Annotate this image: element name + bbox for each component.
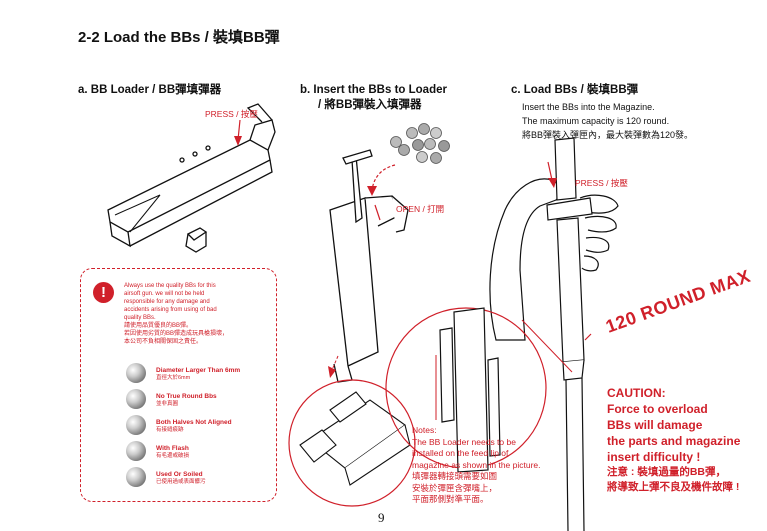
warning-line: 本公司不負相關保固之責任。	[124, 339, 203, 345]
zoom-circle-loader	[288, 379, 416, 507]
bad-bb-sub: 有毛邊或破損	[156, 453, 190, 459]
warning-line: quality BBs.	[124, 315, 156, 321]
bad-bb-label: Diameter Larger Than 6mm	[156, 367, 241, 374]
bb-loader-illustration	[107, 103, 276, 253]
warning-line: Always use the quality BBs for this	[124, 283, 216, 289]
bb-ball-icon	[126, 441, 146, 461]
notes-line: 平面那側對準平面。	[412, 494, 489, 504]
press-label-c: PRESS / 按壓	[575, 178, 628, 188]
caution-block: CAUTION: Force to overload BBs will dama…	[607, 385, 740, 495]
warning-line: 若因使用劣質的BB彈造成玩具槍損壞，	[124, 331, 229, 337]
caution-line: the parts and magazine	[607, 434, 741, 448]
step-a-heading: a. BB Loader / BB彈填彈器	[78, 84, 222, 96]
bad-bb-item: Both Halves Not Aligned 有接縫痕跡	[156, 419, 232, 434]
bb-ball-icon	[126, 389, 146, 409]
bbs-cluster	[390, 123, 450, 164]
notes-line: 填彈器轉接頭需要如圖	[412, 471, 498, 481]
warning-line: responsible for any damage and	[124, 299, 210, 305]
warning-box	[80, 268, 277, 502]
bad-bb-item: Used Or Soiled 已使用過或表面髒污	[156, 471, 206, 486]
caution-line: CAUTION:	[607, 386, 666, 400]
notes-line: magazine as shown in the picture.	[412, 459, 541, 470]
bb-ball-icon	[126, 467, 146, 487]
step-b-heading-line1: b. Insert the BBs to Loader	[300, 84, 447, 96]
page-number: 9	[378, 510, 385, 525]
bad-bb-sub: 直徑大於6mm	[156, 375, 191, 381]
bad-bb-label: Both Halves Not Aligned	[156, 419, 232, 426]
warning-line: 請使用品質優良的BB彈。	[124, 323, 193, 329]
caution-line: 注意 : 裝填過量的BB彈，	[607, 466, 726, 478]
notes-block: Notes: The BB Loader needs to be install…	[412, 425, 541, 506]
notes-line: installed on the feed lip of	[412, 448, 509, 458]
press-label-a: PRESS / 按壓	[205, 109, 258, 119]
warning-icon: !	[93, 282, 114, 303]
step-c-desc-3: 將BB彈裝入彈匣內，最大裝彈數為120發。	[522, 130, 694, 140]
bad-bb-label: With Flash	[156, 445, 189, 452]
notes-line: Notes:	[412, 425, 437, 435]
step-c-heading: c. Load BBs / 裝填BB彈	[511, 84, 639, 96]
bad-bb-label: No True Round Bbs	[156, 393, 217, 400]
bad-bb-label: Used Or Soiled	[156, 471, 203, 478]
caution-line: 將導致上彈不良及機件故障 !	[607, 481, 740, 493]
bad-bb-sub: 並非真圓	[156, 401, 179, 407]
step-b-heading-line2: / 將BB彈裝入填彈器	[318, 99, 422, 111]
bb-ball-icon	[126, 363, 146, 383]
bad-bb-item: With Flash 有毛邊或破損	[156, 445, 189, 460]
caution-line: insert difficulty !	[607, 450, 701, 464]
bad-bb-item: No True Round Bbs 並非真圓	[156, 393, 217, 408]
bad-bb-sub: 有接縫痕跡	[156, 427, 184, 433]
page-title: 2-2 Load the BBs / 裝填BB彈	[78, 29, 280, 46]
caution-line: Force to overload	[607, 402, 708, 416]
step-c-desc-1: Insert the BBs into the Magazine.	[522, 102, 655, 112]
step-c-desc-2: The maximum capacity is 120 round.	[522, 116, 670, 126]
warning-line: accidents arising from using of bad	[124, 307, 217, 313]
warning-text: Always use the quality BBs for this airs…	[124, 282, 228, 346]
notes-line: 安裝於彈匣含彈嘴上，	[412, 482, 498, 493]
notes-line: The BB Loader needs to be	[412, 436, 516, 447]
caution-line: BBs will damage	[607, 418, 703, 432]
bb-ball-icon	[126, 415, 146, 435]
bad-bb-sub: 已使用過或表面髒污	[156, 479, 206, 485]
open-label: OPEN / 打開	[396, 204, 444, 214]
warning-line: airsoft gun. we will not be held	[124, 291, 205, 297]
bad-bb-item: Diameter Larger Than 6mm 直徑大於6mm	[156, 367, 240, 382]
loader-vertical-illustration	[329, 149, 409, 383]
